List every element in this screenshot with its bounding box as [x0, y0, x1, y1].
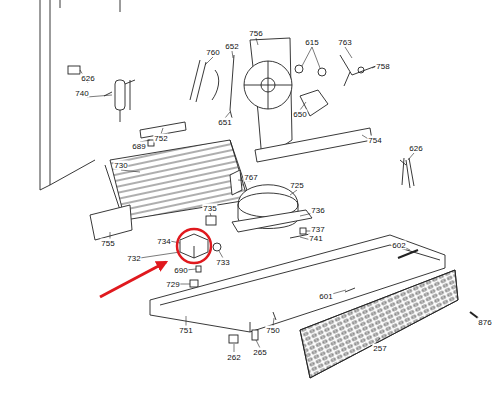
- callout-number: 689: [131, 142, 146, 151]
- callout-number: 262: [226, 353, 241, 362]
- callout-number: 737: [310, 225, 325, 234]
- callout-number: 265: [252, 348, 267, 357]
- callout-number: 736: [310, 206, 325, 215]
- callout-number: 756: [248, 29, 263, 38]
- callout-number: 729: [165, 280, 180, 289]
- callout-number: 690: [173, 266, 188, 275]
- callout-number: 754: [367, 136, 382, 145]
- callout-number: 760: [205, 48, 220, 57]
- callout-number: 651: [217, 118, 232, 127]
- callout-number: 652: [224, 42, 239, 51]
- callout-number: 740: [74, 89, 89, 98]
- callout-number: 735: [202, 204, 217, 213]
- callout-number: 763: [337, 38, 352, 47]
- callout-number: 876: [477, 318, 492, 327]
- callout-number: 750: [265, 326, 280, 335]
- callout-number: 615: [304, 38, 319, 47]
- callout-number: 741: [308, 234, 323, 243]
- callout-number: 626: [80, 74, 95, 83]
- callout-number: 734: [156, 237, 171, 246]
- callout-number: 602: [391, 241, 406, 250]
- callout-number: 650: [292, 110, 307, 119]
- callout-number: 601: [318, 292, 333, 301]
- callout-number: 725: [289, 181, 304, 190]
- callout-number: 626: [408, 144, 423, 153]
- callout-number: 732: [126, 254, 141, 263]
- callout-number: 730: [113, 161, 128, 170]
- callout-number: 733: [215, 258, 230, 267]
- callout-number: 257: [372, 344, 387, 353]
- callout-number: 758: [375, 62, 390, 71]
- callout-number: 767: [243, 173, 258, 182]
- callout-number: 751: [178, 326, 193, 335]
- callout-number: 755: [100, 239, 115, 248]
- callout-number: 752: [153, 134, 168, 143]
